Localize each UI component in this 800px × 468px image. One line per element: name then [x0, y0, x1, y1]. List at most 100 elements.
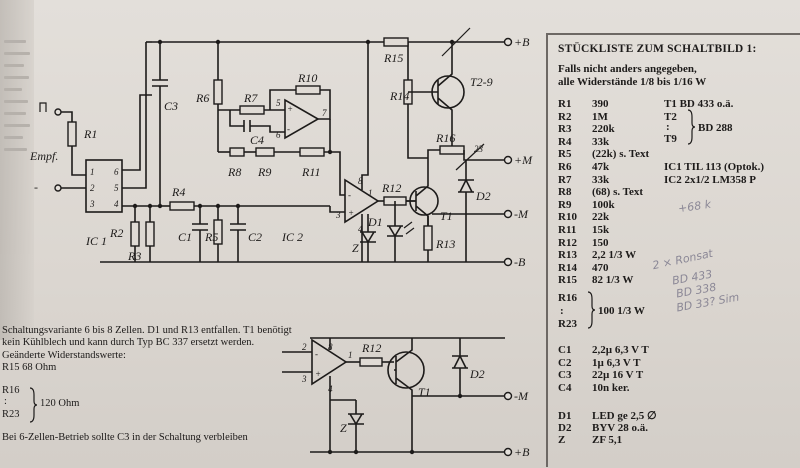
label-c1: C1: [178, 230, 192, 244]
label-ic2: IC 2: [281, 230, 303, 244]
label-t1: T1: [440, 209, 453, 223]
terminal-minus-b[interactable]: [503, 257, 513, 267]
diode-ref: D1: [558, 410, 572, 422]
svg-text:R12: R12: [361, 341, 381, 355]
label-minus-m: -M: [514, 207, 529, 221]
input-ground-terminal[interactable]: [54, 184, 62, 192]
resistor-ref: R12: [558, 236, 577, 249]
resistor-ref: R9: [558, 198, 572, 211]
label-r16: R16: [435, 131, 455, 145]
resistor-value: 82 1/3 W: [592, 274, 634, 287]
input-terminal[interactable]: [54, 108, 62, 116]
variant-note: Bei 6-Zellen-Betrieb sollte C3 in der Sc…: [2, 432, 248, 443]
semi-t1: T1 BD 433 o.ä.: [664, 98, 734, 110]
variant-schematic: 2 3 - + 8 4 1 R12 T1 Z D2 -M +B: [282, 337, 530, 459]
svg-text:8: 8: [358, 176, 363, 186]
resistor-value: 220k: [592, 123, 615, 136]
label-r3: R3: [127, 249, 141, 263]
label-r10: R10: [297, 71, 317, 85]
label-minus-input: -: [34, 180, 38, 194]
resistor-ref: R7: [558, 173, 572, 186]
resistor-value: 100k: [592, 198, 615, 211]
r16-group-r16: R16: [558, 292, 577, 304]
svg-text:5: 5: [114, 183, 119, 193]
resistor-value: (68) s. Text: [592, 186, 644, 199]
variant-terminal-minus-m[interactable]: [503, 391, 513, 401]
svg-text:+: +: [348, 208, 354, 218]
capacitor-value: 22µ 16 V T: [592, 369, 644, 382]
svg-text:3: 3: [335, 210, 341, 220]
resistor-value: 150: [592, 236, 609, 249]
label-r9: R9: [257, 165, 271, 179]
resistor-value: 470: [592, 261, 609, 274]
svg-text:4: 4: [114, 199, 119, 209]
capacitor-value: 2,2µ 6,3 V T: [592, 344, 649, 356]
resistor-ref: R8: [558, 186, 572, 199]
r16-group-r23: R23: [558, 318, 577, 330]
brace-icon: [587, 291, 596, 329]
op-amp-lower: [344, 178, 380, 224]
label-r14: R14: [389, 89, 409, 103]
resistor-value: 15k: [592, 224, 610, 236]
svg-text:-: -: [348, 190, 351, 200]
capacitor-value: 10n ker.: [592, 381, 630, 394]
label-r7: R7: [243, 91, 258, 105]
resistor-value: 33k: [592, 173, 610, 186]
label-r5: R5: [204, 230, 218, 244]
label-z: Z: [352, 241, 359, 255]
svg-text:D2: D2: [469, 367, 485, 381]
label-r8: R8: [227, 165, 241, 179]
resistor-value: 33k: [592, 135, 610, 148]
brace-icon: [29, 387, 38, 423]
circuit-schematic: +B -B R1 Empf. - 1 2 3 6 5 4 IC 1 R2 R3 …: [29, 27, 533, 459]
label-c3: C3: [164, 99, 178, 113]
svg-text:2: 2: [302, 342, 307, 352]
ic1-optocoupler: [85, 159, 123, 213]
terminal-plus-b[interactable]: [503, 37, 513, 47]
r11-resistor: [299, 147, 325, 157]
resistor-value: 22k: [592, 211, 610, 224]
facing-page-bleed: [0, 0, 34, 340]
resistor-ref: R1: [558, 98, 572, 110]
capacitor-row: C1 2,2µ 6,3 V T: [558, 344, 649, 356]
label-r1: R1: [83, 127, 97, 141]
resistor-value: 390: [592, 98, 609, 110]
terminal-plus-m[interactable]: [503, 155, 513, 165]
capacitor-ref: C1: [558, 344, 572, 356]
svg-text:6: 6: [276, 130, 281, 140]
resistor-value: 2,2 1/3 W: [592, 249, 637, 262]
semi-ic1: IC1 TIL 113 (Optok.): [664, 161, 765, 173]
label-r12: R12: [381, 181, 401, 195]
r3-resistor: [145, 221, 155, 247]
r9-resistor: [255, 147, 275, 157]
op-amp-upper: [284, 98, 320, 140]
svg-text:1: 1: [368, 188, 373, 198]
r2-resistor: [130, 221, 140, 247]
variant-terminal-plus-b[interactable]: [503, 447, 513, 457]
resistor-row: R9 100k: [558, 199, 615, 211]
r16-group-value: 100 1/3 W: [598, 305, 645, 317]
resistor-ref: R2: [558, 110, 572, 123]
terminal-minus-m[interactable]: [503, 209, 513, 219]
handwritten-note-a: +68 k: [677, 197, 712, 216]
label-r11: R11: [301, 165, 320, 179]
svg-text:-: -: [287, 124, 290, 134]
svg-text:Z: Z: [340, 421, 347, 435]
semi-bd288: BD 288: [698, 122, 733, 134]
svg-text:+: +: [287, 104, 293, 114]
r16-resistor: [439, 145, 465, 155]
parts-list-title: STÜCKLISTE ZUM SCHALTBILD 1:: [558, 43, 757, 55]
svg-text:+: +: [315, 369, 321, 379]
capacitor-value: 1µ 6,3 V T: [592, 356, 641, 369]
resistor-row: R12 150: [558, 237, 609, 249]
